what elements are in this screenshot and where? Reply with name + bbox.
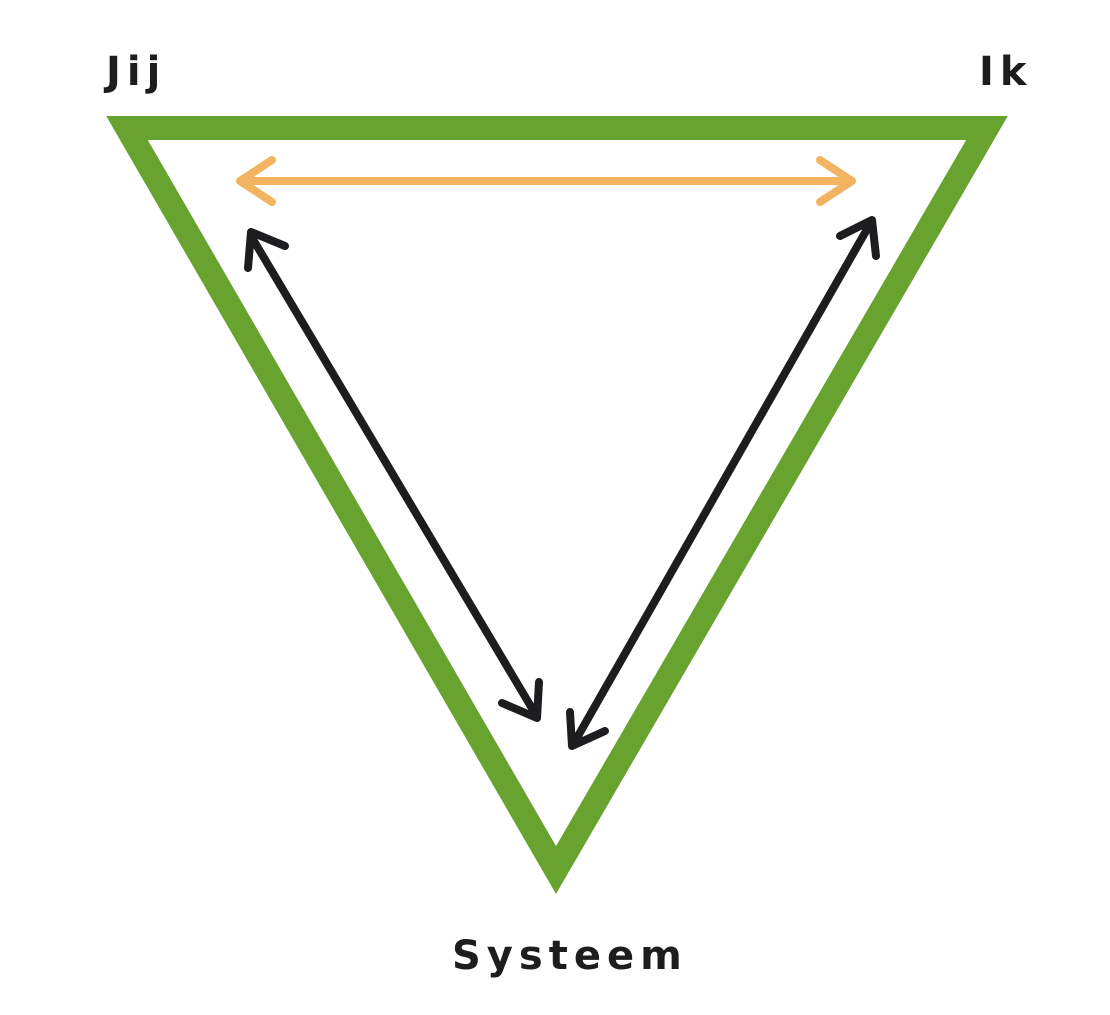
label-ik: Ik xyxy=(979,49,1033,95)
left-double-arrow xyxy=(244,228,543,722)
label-systeem: Systeem xyxy=(452,933,688,979)
triangle-outline xyxy=(106,116,1008,894)
right-double-arrow xyxy=(566,216,880,750)
label-jij: Jij xyxy=(106,49,167,95)
top-double-arrow xyxy=(236,156,856,206)
